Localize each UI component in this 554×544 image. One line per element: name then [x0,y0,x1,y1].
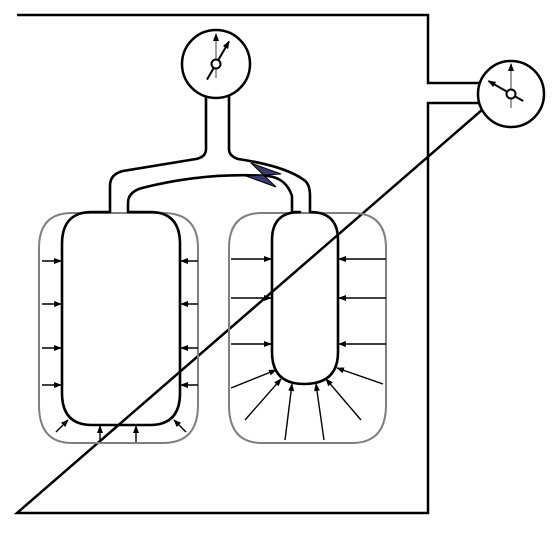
pressure-gauge-icon [476,59,546,129]
outer-container-box [13,13,494,515]
gauge-pivot [210,58,222,70]
pressure-arrow [314,383,325,441]
gauge-pivot [505,88,517,100]
pressure-arrow [284,383,295,441]
right-vessel-pressure-arrows [230,256,386,441]
manifold-and-vessels [60,94,340,427]
pressure-arrow [244,378,282,421]
pressure-gauge-icon [180,28,252,100]
valve-icon [245,162,282,188]
pressure-arrow [230,369,277,389]
pressure-arrow [325,378,362,421]
right-field-boundary [228,212,387,444]
pressure-arrow [173,419,187,433]
pressure-arrow [336,367,384,385]
pressure-arrow [55,419,69,433]
left-field-boundary [38,212,199,444]
left-vessel-pressure-arrows [42,258,198,442]
